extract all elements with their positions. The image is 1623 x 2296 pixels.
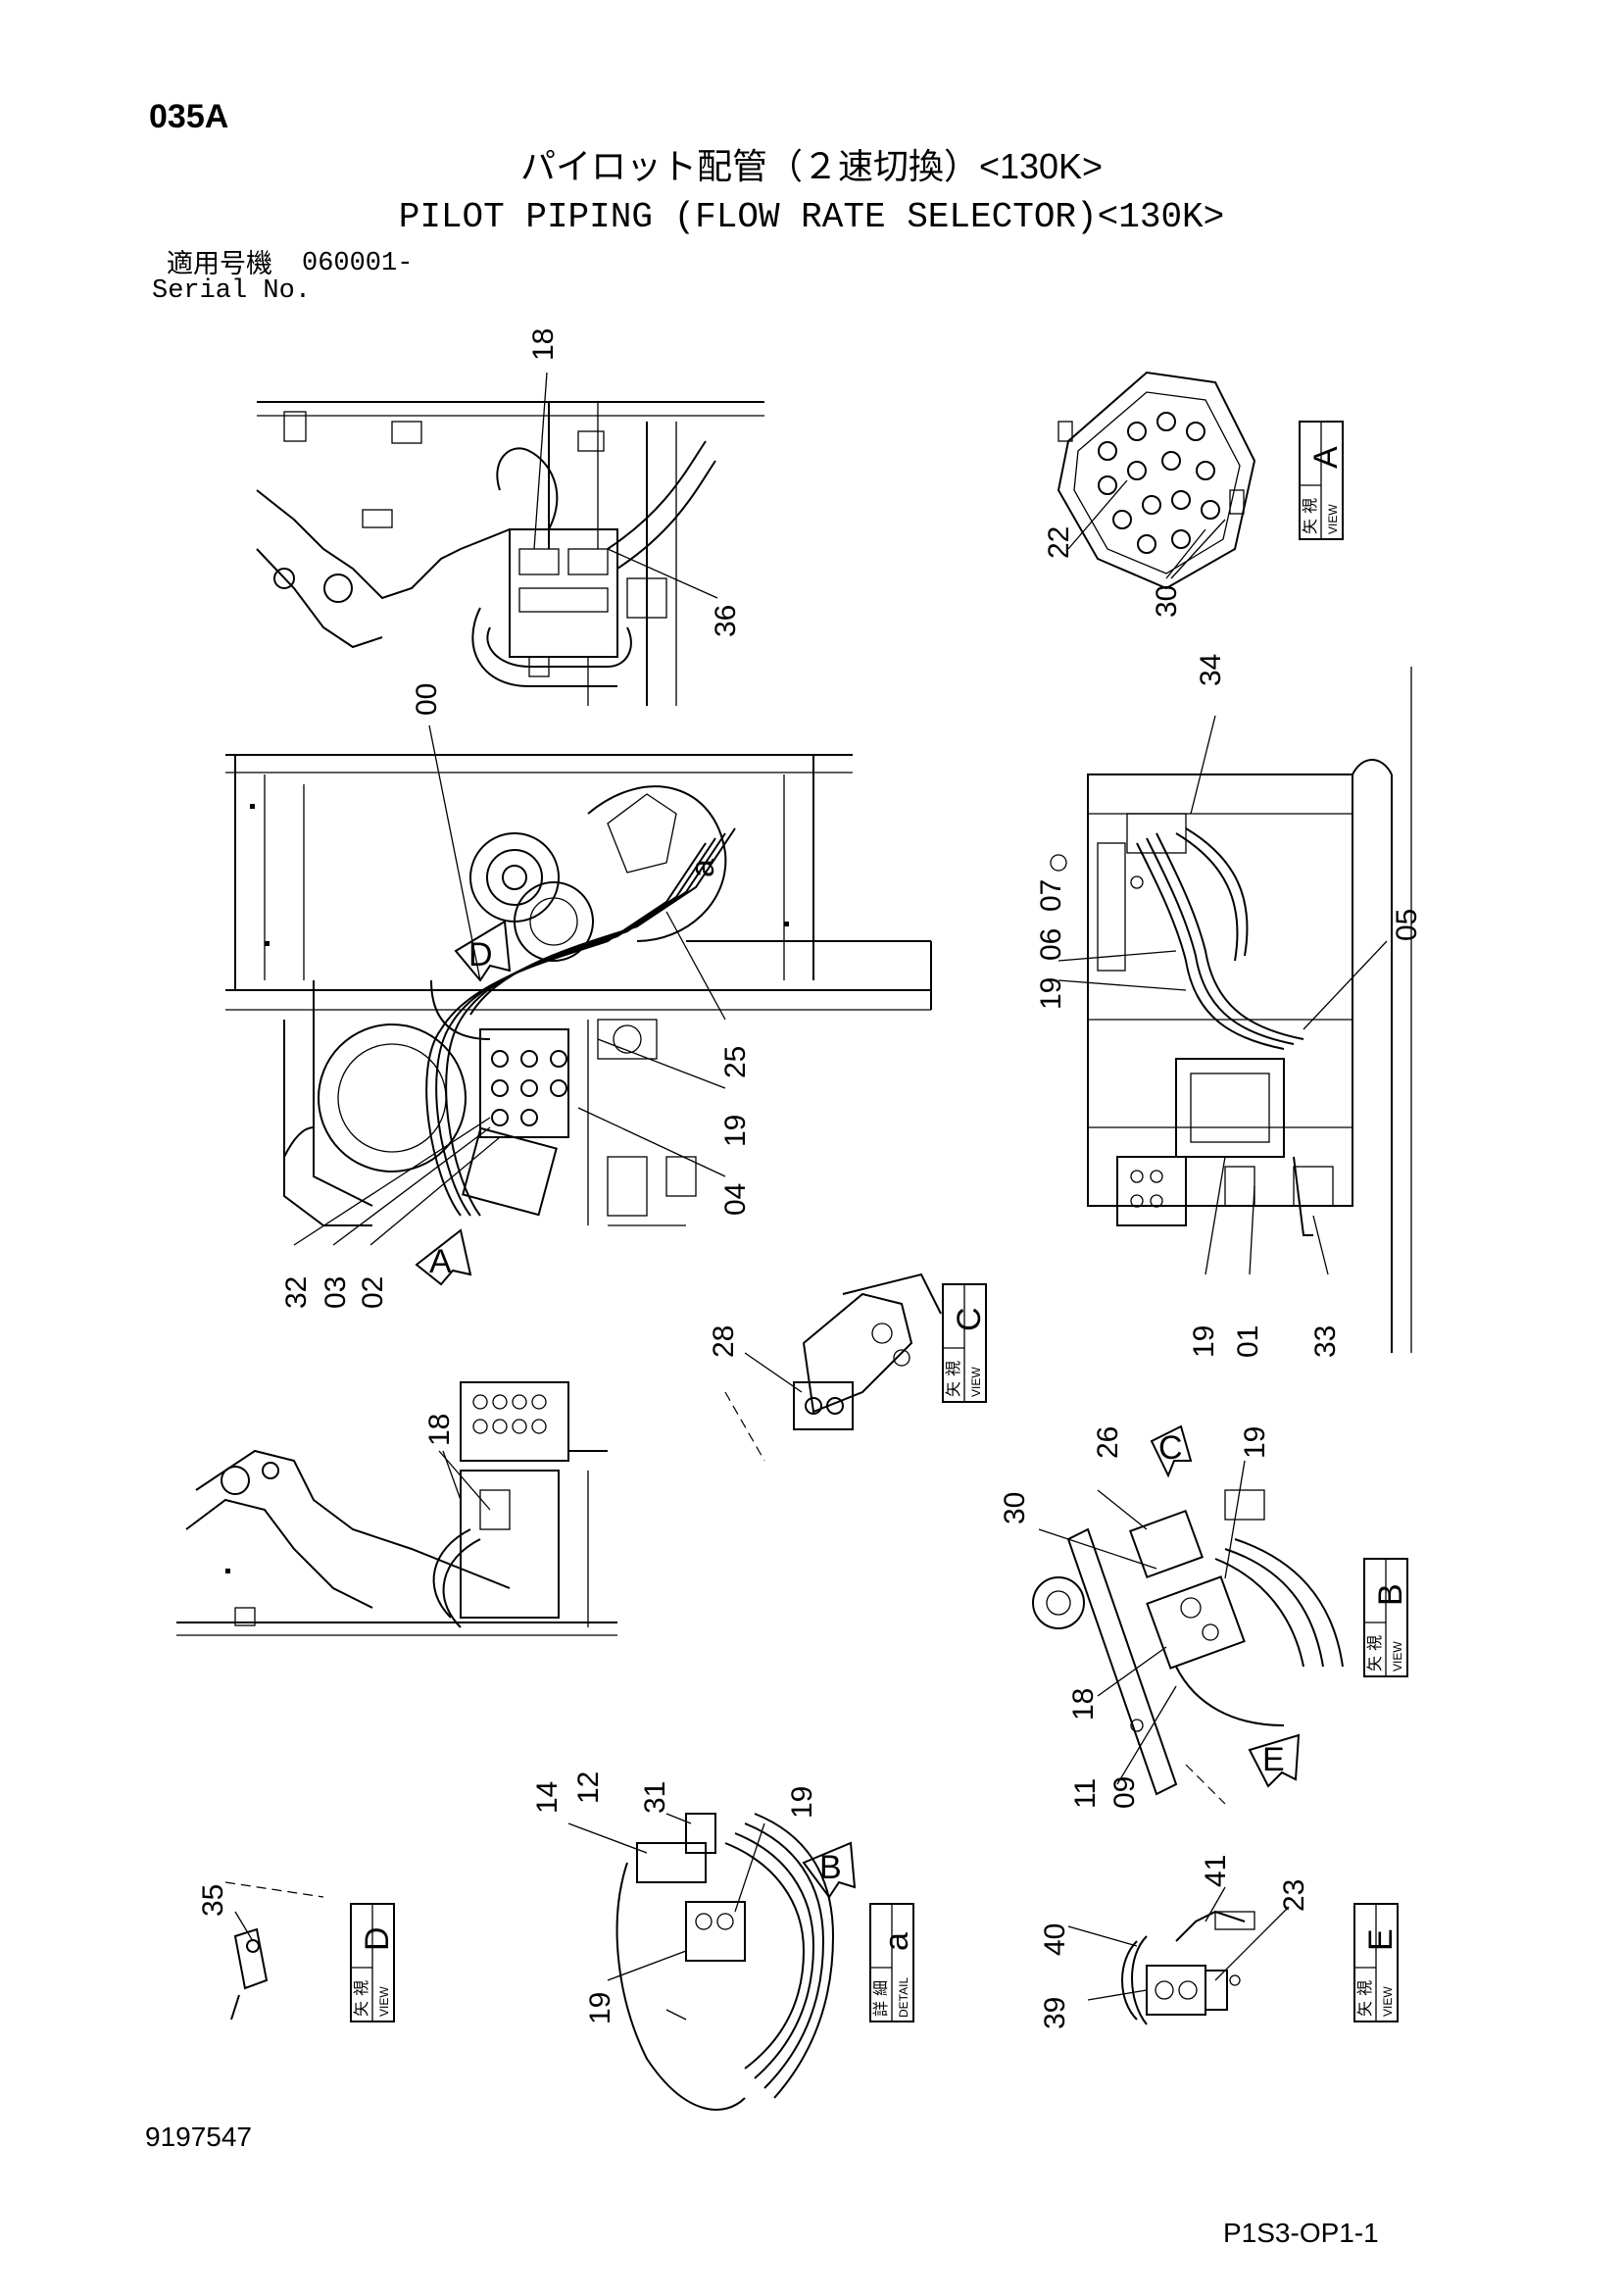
svg-text:D: D [359,1926,396,1951]
part-label: 22 [1043,526,1075,559]
view-arrow-b-letter: B [819,1849,842,1886]
part-label: 25 [719,1046,752,1078]
svg-text:VIEW: VIEW [377,1986,391,2017]
part-label: 14 [531,1781,564,1814]
view-c-bracket-drawing [724,1273,942,1462]
svg-text:矢 視: 矢 視 [1355,1980,1374,2017]
detail-box-a: a 詳 細 DETAIL [869,1903,915,2022]
view-a-valve-drawing [1057,371,1256,590]
part-label: 18 [527,328,560,361]
part-label: 03 [320,1276,352,1309]
part-label: 19 [584,1992,616,2024]
part-label: 19 [1035,977,1067,1010]
part-label: 31 [639,1781,671,1814]
middle-left-view-drawing [176,1381,617,1636]
view-arrow-c [1150,1424,1193,1478]
svg-text:a: a [878,1932,915,1951]
svg-text:B: B [1372,1583,1409,1606]
svg-text:矢 視: 矢 視 [352,1980,370,2017]
right-side-view-drawing [1050,667,1412,1353]
part-label: 09 [1108,1776,1141,1809]
svg-text:詳 細: 詳 細 [871,1980,890,2017]
view-box-e: E 矢 視 VIEW [1353,1903,1400,2022]
view-arrow-e [1248,1733,1301,1788]
view-arrow-a [415,1228,472,1286]
part-label: 35 [197,1884,229,1917]
part-label: 11 [1069,1778,1102,1809]
view-e-drawing [1121,1910,1255,2025]
svg-text:C: C [951,1307,988,1331]
view-arrows: D A C B E a [415,859,1301,1899]
page-code: P1S3-OP1-1 [1223,2218,1379,2248]
view-arrow-c-letter: C [1158,1429,1183,1467]
part-label: 19 [1188,1325,1220,1358]
part-label: 40 [1039,1923,1071,1956]
part-label: 19 [1239,1426,1271,1459]
svg-text:A: A [1307,446,1345,469]
view-arrow-e-letter: E [1262,1741,1285,1778]
svg-text:DETAIL: DETAIL [897,1977,910,2018]
page-title-english: PILOT PIPING (FLOW RATE SELECTOR)<130K> [398,197,1225,237]
svg-text:VIEW: VIEW [1326,504,1340,534]
view-box-b: B 矢 視 VIEW [1363,1558,1409,1677]
view-arrow-d-letter: D [468,936,493,973]
part-label: 19 [719,1115,752,1147]
view-arrow-a-letter: A [429,1243,452,1280]
part-label: 34 [1195,654,1227,686]
view-arrow-b [802,1841,857,1899]
part-label: 30 [1151,585,1183,618]
detail-arrow-a-letter: a [684,859,721,877]
svg-text:E: E [1362,1928,1400,1951]
part-label: 30 [999,1492,1031,1524]
view-box-d: D 矢 視 VIEW [350,1903,396,2022]
part-label: 36 [710,605,742,637]
part-label: 39 [1039,1997,1071,2029]
view-box-c: C 矢 視 VIEW [942,1283,988,1403]
part-label: 07 [1035,879,1067,912]
part-label: 26 [1092,1426,1124,1459]
serial-label-english: Serial No. [152,276,312,306]
view-arrow-d [454,920,512,982]
svg-text:VIEW: VIEW [969,1367,983,1397]
serial-label-japanese: 適用号機 [167,249,272,278]
detail-a-drawing [615,1813,835,2111]
svg-text:VIEW: VIEW [1391,1641,1404,1672]
serial-number-value: 060001- [302,249,414,278]
part-label: 00 [411,683,443,716]
svg-text:VIEW: VIEW [1381,1986,1395,2017]
drawing-number: 9197547 [145,2121,253,2152]
part-label: 23 [1278,1879,1310,1912]
main-plan-view-drawing [225,754,932,1226]
leader-lines [234,372,1388,2001]
part-label: 28 [708,1325,740,1358]
svg-text:矢 視: 矢 視 [1365,1635,1384,1672]
page-id: 035A [149,98,229,135]
part-label: 02 [357,1276,389,1309]
page-title-japanese: パイロット配管（２速切換）<130K> [519,146,1104,186]
svg-text:矢 視: 矢 視 [944,1361,962,1397]
view-box-a: A 矢 視 VIEW [1299,421,1345,540]
view-b-drawing [1032,1489,1344,1805]
part-label: 18 [423,1414,456,1446]
part-label: 01 [1232,1325,1264,1358]
part-label: 12 [572,1772,605,1804]
view-d-detail-drawing [224,1881,324,2021]
part-label: 04 [719,1183,752,1216]
part-label: 06 [1035,928,1067,961]
part-number-labels: 18 36 22 30 34 00 25 19 04 32 03 02 07 0… [197,328,1423,2029]
part-label: 41 [1200,1855,1232,1887]
svg-text:矢 視: 矢 視 [1301,498,1319,534]
part-label: 32 [280,1276,313,1309]
part-label: 05 [1391,909,1423,941]
part-label: 33 [1309,1325,1342,1358]
part-label: 19 [786,1786,818,1819]
upper-left-view-drawing [256,401,764,706]
part-label: 18 [1067,1688,1100,1721]
